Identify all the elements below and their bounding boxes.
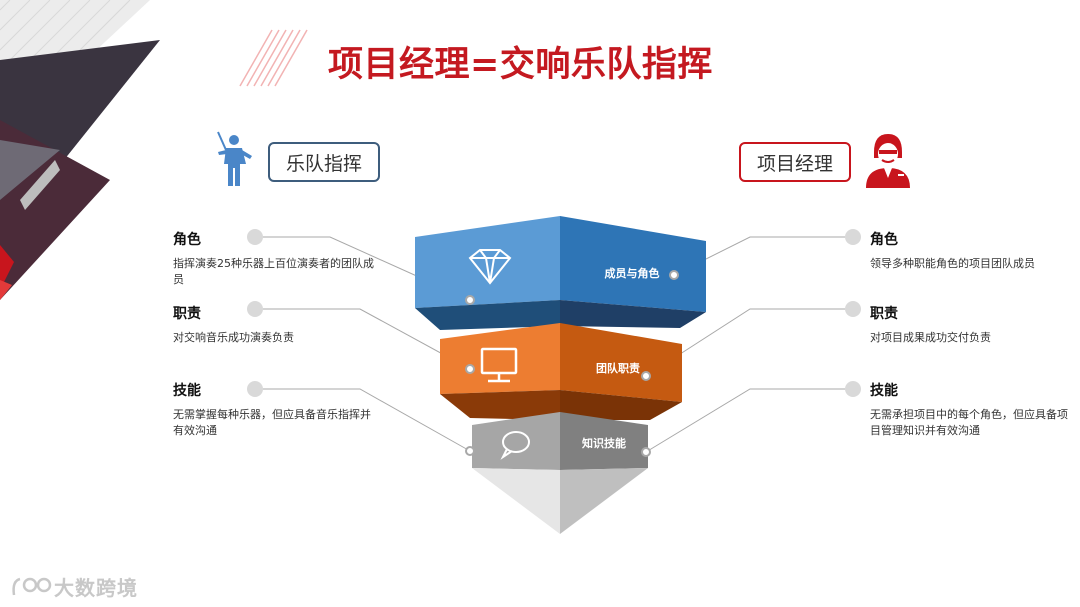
watermark-text: 大数跨境 bbox=[54, 576, 138, 600]
left-item-duty-desc: 对交响音乐成功演奏负责 bbox=[173, 331, 294, 344]
band-3-label: 知识技能 bbox=[581, 436, 626, 450]
band-1-under-face-right bbox=[560, 300, 706, 328]
decor-gray-facet bbox=[0, 140, 60, 200]
left-item-skill-desc: 无需掌握每种乐器，但应具备音乐指挥并有效沟通 bbox=[173, 408, 371, 437]
right-item-skill-title: 技能 bbox=[870, 383, 898, 399]
diamond-icon bbox=[468, 249, 512, 285]
funnel-tip-right bbox=[560, 468, 648, 534]
page-title: 项目经理=交响乐队指挥 bbox=[328, 45, 713, 85]
right-item-role: 角色 bbox=[870, 229, 898, 249]
funnel-tip-left bbox=[472, 468, 560, 534]
band-3-right-face bbox=[560, 412, 648, 470]
left-item-skill: 技能 bbox=[173, 380, 201, 400]
side-bullet-dots bbox=[247, 229, 861, 397]
band-1-right-face bbox=[560, 216, 706, 312]
right-item-duty-desc: 对项目成果成功交付负责 bbox=[870, 331, 991, 344]
band-1-label: 成员与角色 bbox=[605, 266, 660, 280]
speech-bubble-icon bbox=[500, 431, 530, 460]
conductor-icon bbox=[217, 131, 252, 186]
decor-red-accent bbox=[0, 245, 14, 290]
band-2-left-face bbox=[440, 323, 560, 394]
right-item-role-desc: 领导多种职能角色的项目团队成员 bbox=[870, 257, 1035, 270]
manager-avatar-icon bbox=[866, 134, 910, 188]
conductor-header-label: 乐队指挥 bbox=[285, 152, 362, 175]
band-3-left-face bbox=[472, 412, 560, 470]
corner-decoration bbox=[0, 0, 160, 300]
project-manager-header-box: 项目经理 bbox=[739, 142, 851, 182]
left-item-duty: 职责 bbox=[173, 303, 201, 323]
decor-red-accent-2 bbox=[0, 280, 12, 300]
watermark-logo-icon bbox=[12, 577, 52, 595]
left-item-role-desc: 指挥演奏25种乐器上百位演奏者的团队成员 bbox=[173, 257, 374, 286]
band-1-under-face bbox=[415, 300, 560, 330]
right-item-skill-desc: 无需承担项目中的每个角色，但应具备项目管理知识并有效沟通 bbox=[870, 408, 1068, 437]
left-item-role: 角色 bbox=[173, 229, 201, 249]
watermark: 大数跨境 bbox=[10, 572, 138, 601]
connector-end-dots bbox=[465, 270, 679, 457]
left-item-duty-title: 职责 bbox=[173, 306, 201, 322]
left-item-skill-title: 技能 bbox=[173, 383, 201, 399]
right-item-role-title: 角色 bbox=[870, 232, 898, 248]
band-2-under-face-right bbox=[560, 390, 682, 420]
project-manager-header-label: 项目经理 bbox=[756, 152, 833, 175]
decor-light-bar bbox=[20, 160, 60, 210]
left-item-role-title: 角色 bbox=[173, 232, 201, 248]
title-hatch-decoration bbox=[239, 29, 308, 87]
right-item-skill: 技能 bbox=[870, 380, 898, 400]
band-2-label: 团队职责 bbox=[596, 361, 640, 375]
monitor-icon bbox=[480, 347, 518, 383]
conductor-header-box: 乐队指挥 bbox=[268, 142, 380, 182]
band-2-under-face bbox=[440, 390, 560, 420]
right-item-duty-title: 职责 bbox=[870, 306, 898, 322]
right-item-duty: 职责 bbox=[870, 303, 898, 323]
band-2-right-face bbox=[560, 323, 682, 402]
